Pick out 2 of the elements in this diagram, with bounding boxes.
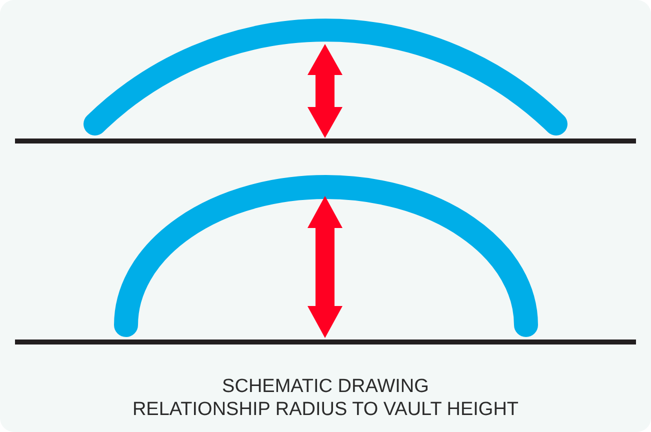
title-text: SCHEMATIC DRAWING xyxy=(222,375,429,398)
caption-text: RELATIONSHIP RADIUS TO VAULT HEIGHT xyxy=(132,398,519,421)
